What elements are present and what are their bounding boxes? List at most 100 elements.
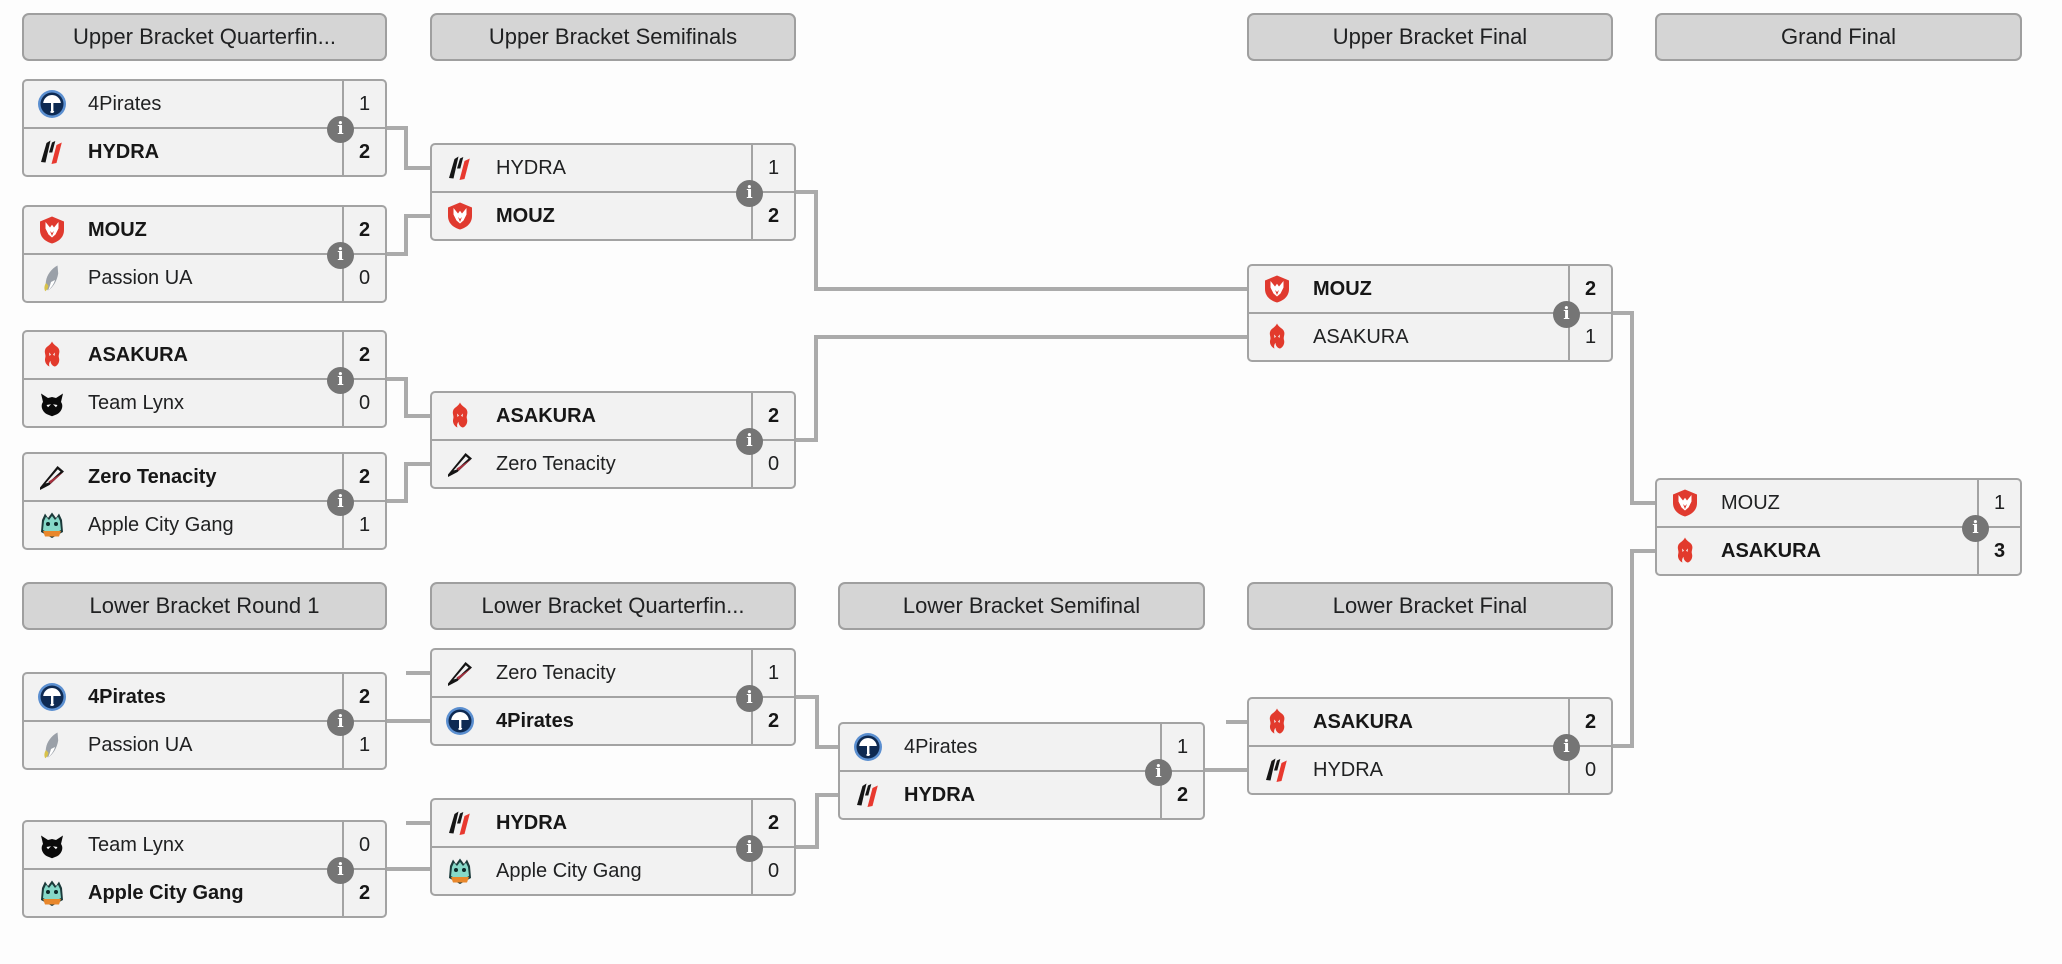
team-name[interactable]: HYDRA (496, 156, 567, 179)
bracket-line (1613, 311, 1634, 315)
header-label: Upper Bracket Semifinals (488, 24, 738, 49)
bracket-line (404, 214, 408, 256)
team-row: 4Pirates 1 (24, 81, 385, 129)
bracket-line (815, 695, 819, 749)
bracket-line (796, 438, 818, 442)
team-row: Apple City Gang 1 (24, 502, 385, 548)
team-name[interactable]: ASAKURA (1313, 710, 1413, 733)
info-icon[interactable]: i (327, 709, 354, 736)
info-icon[interactable]: i (327, 116, 354, 143)
team-name[interactable]: HYDRA (88, 140, 160, 163)
team-score: 1 (1160, 724, 1203, 770)
team-name[interactable]: Team Lynx (88, 391, 184, 414)
bracket-line (404, 462, 408, 503)
team-name[interactable]: HYDRA (1313, 758, 1384, 781)
team-score: 2 (1160, 772, 1203, 818)
team-name[interactable]: ASAKURA (496, 404, 596, 427)
info-icon[interactable]: i (1145, 759, 1172, 786)
bracket-line (387, 719, 430, 723)
header-grand-final: Grand Final (1655, 13, 2022, 61)
team-name[interactable]: MOUZ (1721, 491, 1780, 514)
team-name[interactable]: 4Pirates (88, 685, 166, 708)
header-lower-bracket-round-1: Lower Bracket Round 1 (22, 582, 387, 630)
team-name[interactable]: ASAKURA (1721, 539, 1821, 562)
team-score: 2 (751, 193, 794, 239)
team-row: Apple City Gang 2 (24, 870, 385, 916)
info-icon[interactable]: i (327, 367, 354, 394)
team-name[interactable]: Zero Tenacity (496, 452, 616, 475)
mouz-logo (1262, 274, 1292, 304)
team-name[interactable]: Apple City Gang (496, 859, 642, 882)
header-label: Lower Bracket Quarterfin... (481, 593, 745, 618)
bracket-line (814, 335, 818, 442)
team-score: 3 (1977, 528, 2020, 574)
team-name[interactable]: Passion UA (88, 266, 193, 289)
team-score: 2 (1568, 266, 1611, 312)
asakura-logo (1262, 707, 1292, 737)
team-score: 2 (342, 454, 385, 500)
team-score: 0 (342, 255, 385, 301)
team-row: HYDRA 2 (432, 800, 794, 848)
team-score: 1 (342, 81, 385, 127)
header-label: Upper Bracket Quarterfin... (73, 24, 336, 49)
4pirates-logo (37, 89, 67, 119)
header-upper-bracket-quarterfinals: Upper Bracket Quarterfin... (22, 13, 387, 61)
info-icon[interactable]: i (736, 180, 763, 207)
info-icon[interactable]: i (1962, 515, 1989, 542)
bracket-line (814, 335, 1247, 339)
team-row: Zero Tenacity 0 (432, 441, 794, 487)
team-name[interactable]: 4Pirates (496, 709, 574, 732)
asakura-logo (37, 340, 67, 370)
team-name[interactable]: HYDRA (904, 783, 976, 806)
bracket-line (387, 126, 406, 130)
team-name[interactable]: Zero Tenacity (88, 465, 217, 488)
info-icon[interactable]: i (736, 685, 763, 712)
team-row: ASAKURA 2 (24, 332, 385, 380)
team-row: MOUZ 1 (1657, 480, 2020, 528)
info-icon[interactable]: i (736, 835, 763, 862)
team-score: 0 (342, 822, 385, 868)
info-icon[interactable]: i (327, 489, 354, 516)
bracket-line (387, 499, 406, 503)
4pirates-logo (37, 682, 67, 712)
info-icon[interactable]: i (1553, 734, 1580, 761)
team-name[interactable]: ASAKURA (1313, 325, 1409, 348)
team-row: 4Pirates 1 (840, 724, 1203, 772)
bracket-line (796, 695, 817, 699)
info-icon[interactable]: i (1553, 301, 1580, 328)
team-name[interactable]: Zero Tenacity (496, 661, 616, 684)
team-name[interactable]: HYDRA (496, 811, 568, 834)
team-row: MOUZ 2 (1249, 266, 1611, 314)
team-name[interactable]: MOUZ (88, 218, 147, 241)
team-name[interactable]: Apple City Gang (88, 513, 234, 536)
team-row: HYDRA 2 (840, 772, 1203, 818)
team-name[interactable]: Apple City Gang (88, 881, 244, 904)
info-icon[interactable]: i (736, 428, 763, 455)
team-row: HYDRA 2 (24, 129, 385, 175)
team-score: 1 (342, 502, 385, 548)
team-name[interactable]: ASAKURA (88, 343, 188, 366)
match-lb-round1-2: Team Lynx 0 Apple City Gang 2 i (22, 820, 387, 918)
team-name[interactable]: MOUZ (496, 204, 555, 227)
team-name[interactable]: 4Pirates (904, 735, 978, 758)
info-icon[interactable]: i (327, 242, 354, 269)
team-row: Zero Tenacity 2 (24, 454, 385, 502)
team-name[interactable]: Passion UA (88, 733, 193, 756)
info-icon[interactable]: i (327, 857, 354, 884)
header-label: Lower Bracket Semifinal (902, 593, 1141, 618)
team-score: 1 (342, 722, 385, 768)
passion-ua-logo (37, 263, 67, 293)
team-name[interactable]: 4Pirates (88, 92, 162, 115)
bracket-line (406, 821, 430, 825)
bracket-line (1630, 501, 1655, 505)
header-lower-bracket-final: Lower Bracket Final (1247, 582, 1613, 630)
team-score: 2 (342, 129, 385, 175)
team-score: 2 (342, 207, 385, 253)
team-row: ASAKURA 2 (1249, 699, 1611, 747)
team-score: 2 (342, 674, 385, 720)
match-lb-round1-1: 4Pirates 2 Passion UA 1 i (22, 672, 387, 770)
team-name[interactable]: Team Lynx (88, 833, 184, 856)
bracket-line (387, 867, 430, 871)
apple-city-gang-logo (445, 856, 475, 886)
team-name[interactable]: MOUZ (1313, 277, 1372, 300)
